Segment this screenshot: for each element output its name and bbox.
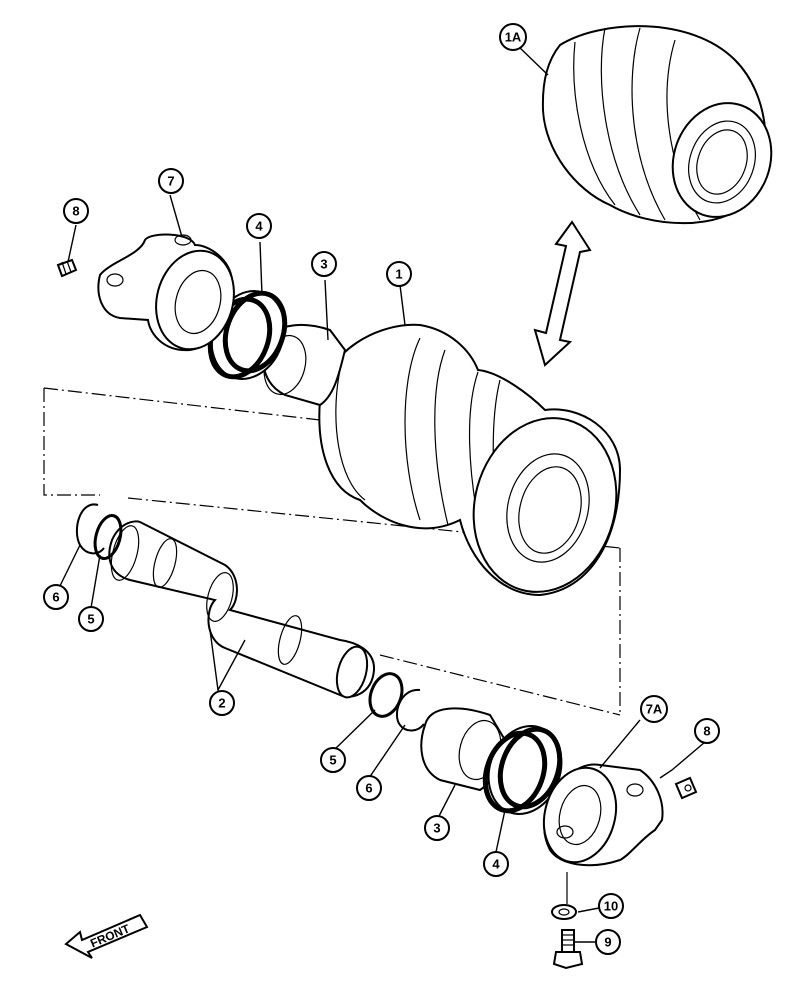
svg-text:9: 9 xyxy=(604,935,611,950)
callout-9: 9 xyxy=(595,929,621,955)
oring-5-upper xyxy=(93,514,123,560)
svg-text:4: 4 xyxy=(255,219,263,234)
callout-6-upper: 6 xyxy=(43,584,69,610)
callout-4-upper: 4 xyxy=(246,213,272,239)
bracket-7 xyxy=(97,233,235,352)
svg-text:1A: 1A xyxy=(505,30,522,45)
front-direction-arrow: FRONT xyxy=(64,913,149,959)
callout-2: 2 xyxy=(209,690,235,716)
callout-10: 10 xyxy=(598,893,624,919)
leader-lines xyxy=(57,45,706,943)
svg-text:1: 1 xyxy=(395,267,402,282)
svg-text:10: 10 xyxy=(604,899,618,914)
callout-1a: 1A xyxy=(499,23,527,51)
seal-4-lower xyxy=(482,725,563,815)
svg-text:7A: 7A xyxy=(646,702,663,717)
snap-ring-6-upper xyxy=(75,503,105,555)
svg-text:3: 3 xyxy=(433,821,440,836)
front-label: FRONT xyxy=(88,921,132,950)
svg-text:5: 5 xyxy=(329,753,336,768)
callout-3-upper: 3 xyxy=(311,251,337,277)
callout-3-lower: 3 xyxy=(424,815,450,841)
callout-6-lower: 6 xyxy=(356,775,382,801)
roller-main-1 xyxy=(318,323,622,597)
svg-text:5: 5 xyxy=(87,612,94,627)
callout-8-upper: 8 xyxy=(63,198,89,224)
svg-text:3: 3 xyxy=(320,257,327,272)
svg-text:7: 7 xyxy=(167,174,174,189)
bolt-9 xyxy=(552,929,584,970)
callout-1: 1 xyxy=(386,261,412,287)
callout-8-lower: 8 xyxy=(694,718,720,744)
bracket-7a xyxy=(542,763,664,867)
svg-text:6: 6 xyxy=(52,590,59,605)
callout-4-lower: 4 xyxy=(483,851,509,877)
roller-alternate-1a xyxy=(541,25,773,225)
svg-text:6: 6 xyxy=(365,781,372,796)
plug-8-upper xyxy=(56,258,78,278)
svg-text:8: 8 xyxy=(72,204,79,219)
svg-text:2: 2 xyxy=(218,696,225,711)
svg-text:8: 8 xyxy=(703,724,710,739)
plug-8-lower xyxy=(674,776,698,800)
svg-text:4: 4 xyxy=(492,857,500,872)
shaft-2 xyxy=(108,520,376,699)
washer-10 xyxy=(551,872,577,920)
callout-7a: 7A xyxy=(640,695,668,723)
callout-5-lower: 5 xyxy=(320,747,346,773)
snap-ring-6-lower xyxy=(395,688,425,732)
callout-7: 7 xyxy=(158,168,184,194)
callout-5-upper: 5 xyxy=(78,606,104,632)
interchange-arrow xyxy=(533,220,592,367)
